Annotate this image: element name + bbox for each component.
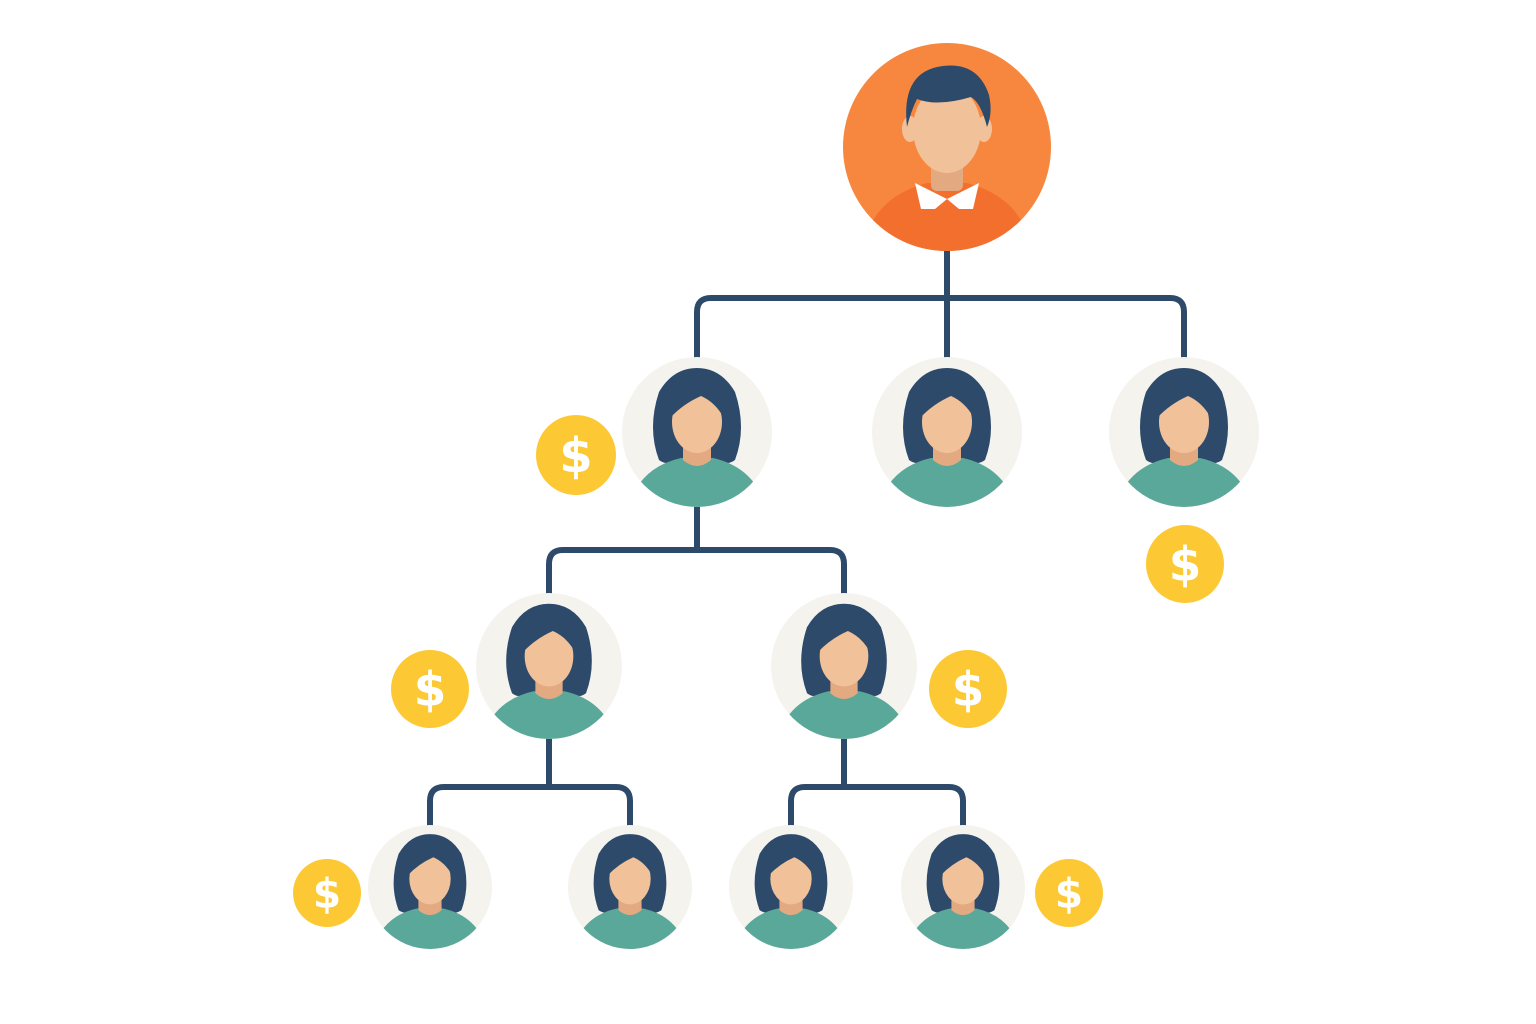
face-shape: [922, 391, 972, 453]
face-shape: [942, 853, 984, 905]
coins: $ $ $ $ $ $: [293, 415, 1224, 927]
connector-bus-l2b: [788, 784, 966, 828]
face-shape: [913, 85, 981, 173]
dollar-sign: $: [1055, 869, 1083, 917]
dollar-coin-icon: $: [929, 650, 1007, 728]
dollar-coin-icon: $: [293, 859, 361, 927]
woman-avatar-icon: [1109, 357, 1259, 507]
dollar-sign: $: [952, 663, 985, 717]
hair-shape: [906, 65, 991, 127]
coin-circle: [1035, 859, 1103, 927]
woman-avatar-icon: [729, 825, 853, 949]
nodes: [368, 43, 1259, 949]
face-shape: [770, 853, 812, 905]
dollar-sign: $: [559, 428, 592, 484]
face-shape: [409, 853, 451, 905]
dollar-coin-icon: $: [1035, 859, 1103, 927]
dollar-coin-icon: $: [536, 415, 616, 495]
coin-circle: [536, 415, 616, 495]
dollar-coin-icon: $: [1146, 525, 1224, 603]
man-avatar-icon: [843, 43, 1051, 251]
face-shape: [819, 626, 869, 687]
coin-circle: [1146, 525, 1224, 603]
face-shape: [524, 626, 574, 687]
dollar-coin-icon: $: [391, 650, 469, 728]
dollar-sign: $: [414, 663, 447, 717]
face-shape: [609, 853, 651, 905]
woman-avatar-icon: [771, 593, 917, 739]
woman-avatar-icon: [568, 825, 692, 949]
collar-shape: [915, 183, 947, 209]
coin-circle: [929, 650, 1007, 728]
face-shape: [672, 391, 722, 453]
woman-avatar-icon: [901, 825, 1025, 949]
connector-bus-l1a: [546, 547, 847, 596]
coin-circle: [391, 650, 469, 728]
dollar-sign: $: [1169, 538, 1202, 592]
connector-bus-l2a: [427, 784, 633, 828]
shirt-shape: [862, 183, 1032, 251]
dollar-sign: $: [313, 869, 341, 917]
woman-avatar-icon: [622, 357, 772, 507]
woman-avatar-icon: [476, 593, 622, 739]
woman-avatar-icon: [368, 825, 492, 949]
connector-bus-root: [694, 295, 1187, 360]
coin-circle: [293, 859, 361, 927]
woman-avatar-icon: [872, 357, 1022, 507]
connectors: [427, 248, 1187, 828]
face-shape: [1159, 391, 1209, 453]
